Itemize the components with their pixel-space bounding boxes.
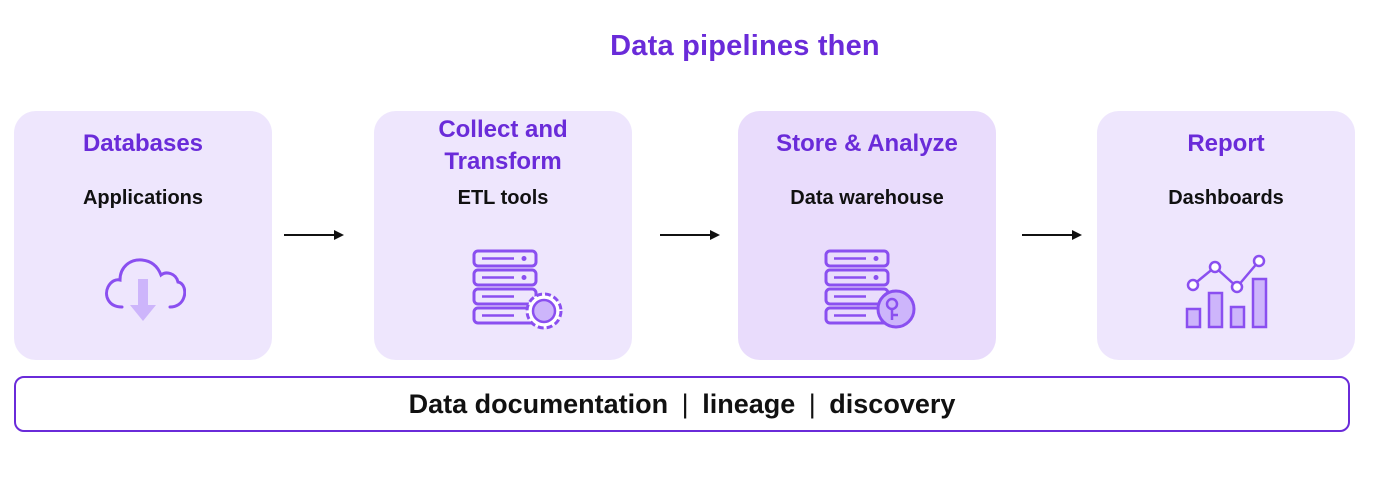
bar-line-chart-icon [1185, 254, 1268, 329]
arrow-right-icon [660, 230, 720, 240]
stage-title: Databases [82, 130, 204, 157]
stage-subtitle: ETL tools [457, 187, 549, 209]
data-governance-text: Data documentation | lineage | discovery [409, 389, 956, 420]
stage-title: Collect and Transform [438, 116, 568, 175]
stage-card-report: Report Dashboards [1097, 111, 1355, 360]
stage-card-store-analyze: Store & Analyze Data warehouse [738, 111, 996, 360]
stage-subtitle: Data warehouse [790, 187, 944, 209]
separator: | [681, 388, 689, 419]
data-governance-bar: Data documentation | lineage | discovery [14, 376, 1350, 432]
server-gear-icon [472, 249, 563, 330]
server-key-icon [824, 249, 916, 329]
arrow-right-icon [284, 230, 344, 240]
stage-title: Store & Analyze [776, 130, 958, 157]
stage-card-databases: Databases Applications [14, 111, 272, 360]
stage-subtitle: Dashboards [1168, 187, 1284, 209]
separator: | [808, 388, 816, 419]
arrow-right-icon [1022, 230, 1082, 240]
cloud-download-icon [105, 258, 186, 321]
stage-card-collect-transform: Collect and Transform ETL tools [374, 111, 632, 360]
footer-item-lineage: lineage [702, 388, 796, 419]
stage-title: Report [1187, 130, 1265, 157]
stage-subtitle: Applications [82, 187, 203, 209]
footer-item-documentation: Data documentation [408, 388, 669, 419]
diagram-title: Data pipelines then [610, 30, 880, 62]
footer-item-discovery: discovery [829, 388, 956, 419]
